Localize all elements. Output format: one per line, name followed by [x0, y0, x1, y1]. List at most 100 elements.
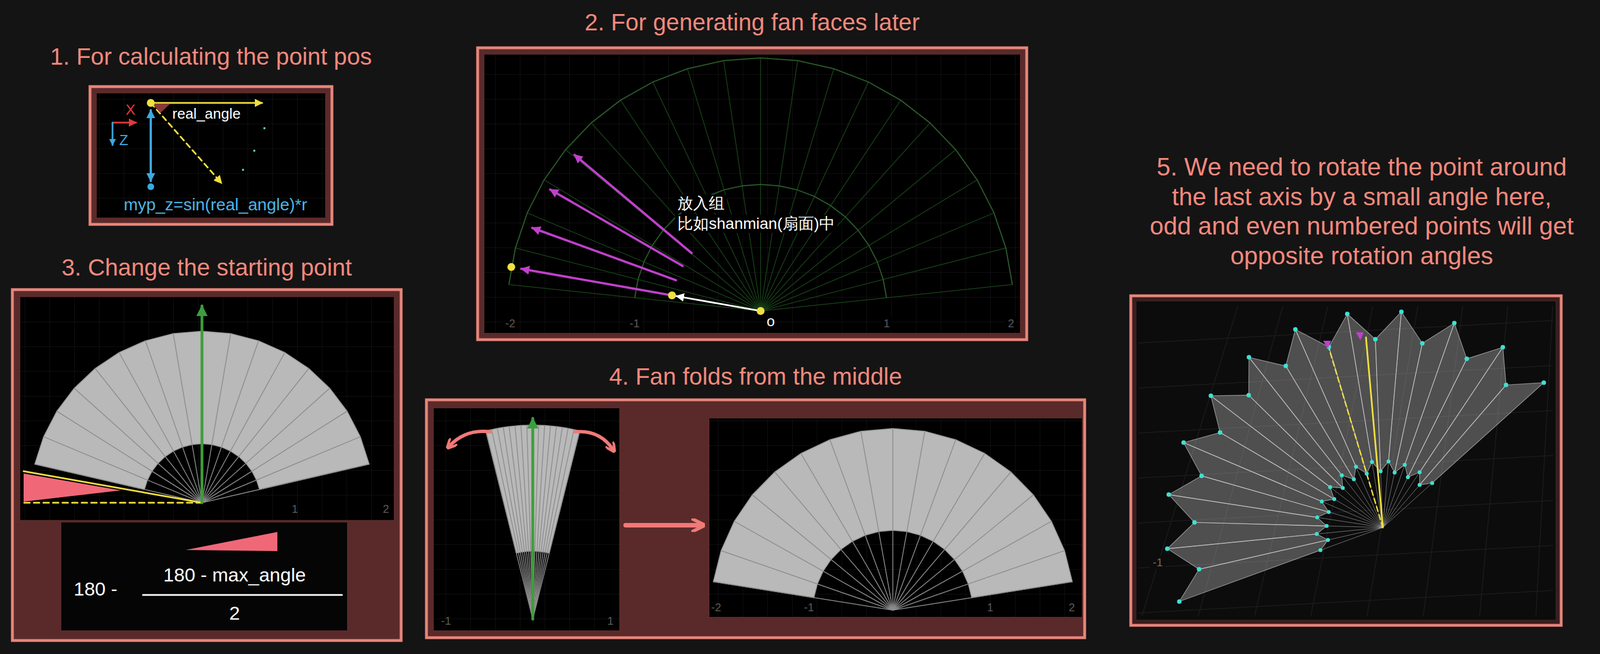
step-title: 4. Fan folds from the middle: [609, 362, 903, 391]
panel-frame: [1130, 295, 1562, 626]
tick-label: -1: [1150, 556, 1166, 570]
fan-rib: [752, 495, 893, 611]
z-distance: [149, 110, 152, 182]
point-speck: [263, 127, 266, 130]
vertex-dot: [1378, 469, 1383, 474]
fan-rib: [201, 388, 330, 503]
fan-rib: [201, 340, 259, 503]
vertex-dot: [1541, 380, 1546, 385]
step-panel: 3. Change the starting point180 -180 - m…: [12, 289, 402, 641]
fold-rib: [1320, 527, 1383, 551]
fan-rib: [201, 437, 361, 503]
step-panel: 4. Fan folds from the middle: [426, 400, 1085, 638]
fold-rib: [1327, 527, 1383, 541]
tick-label: 1: [986, 601, 993, 615]
up-axis: [200, 306, 204, 503]
vertex-dot: [1166, 492, 1171, 498]
fold-rib: [1317, 517, 1383, 528]
baseline-dashed: [23, 502, 202, 505]
note-text: 比如shanmian(扇面)中: [675, 214, 838, 233]
vertex-dot: [1328, 485, 1333, 490]
vertex-dot: [1354, 465, 1359, 470]
fan-rib: [491, 429, 533, 620]
vertex-dot: [1314, 532, 1319, 537]
fan-rib: [532, 430, 580, 620]
step-panel: 2. For generating fan faces later: [477, 47, 1027, 340]
vertex-dot: [1500, 344, 1505, 350]
wedge-symbol: [185, 532, 278, 552]
fan-rib: [74, 388, 202, 503]
tick-label: 1: [607, 614, 614, 628]
vertex-dot: [1503, 382, 1509, 388]
viewport-grid: [484, 54, 1020, 334]
panel-frame: [12, 289, 402, 641]
fan-rib: [801, 453, 893, 611]
vertex-dot: [1405, 475, 1410, 480]
tick-label: 1: [291, 502, 298, 516]
fold-face: [1167, 522, 1327, 550]
vertex-dot: [1326, 538, 1330, 543]
fan-rib: [892, 472, 1011, 611]
fan-rib: [119, 352, 202, 503]
edge-vector: [574, 154, 692, 254]
vertex-dot: [1246, 354, 1252, 360]
vertex-dot: [1181, 440, 1186, 446]
vertex-dot: [1192, 520, 1197, 525]
fold-rib: [1329, 487, 1383, 528]
vertex-dot: [1165, 546, 1170, 552]
step-title: 3. Change the starting point: [61, 253, 352, 282]
point-speck: [241, 168, 245, 172]
fan-rib: [201, 411, 348, 503]
tick-label: -1: [441, 614, 452, 628]
result-arrow: [625, 523, 701, 528]
floor-grid: [1535, 306, 1553, 617]
formula-text: 2: [229, 602, 241, 625]
rotation-mark: [1323, 340, 1332, 349]
fold-rib: [1382, 477, 1409, 528]
vertex-dot: [1319, 499, 1324, 504]
fan-rib: [201, 464, 370, 503]
vertex-dot: [1246, 393, 1252, 398]
fold-rib: [1341, 475, 1383, 528]
vertex-dot: [1364, 472, 1369, 476]
vertex-dot: [1417, 483, 1422, 488]
vertex-dot: [1218, 430, 1223, 435]
fan-rib: [486, 430, 533, 620]
formula-box: 180 -180 - max_angle2: [61, 522, 348, 631]
step-title: 2. For generating fan faces later: [584, 8, 920, 37]
fan-rib: [509, 427, 533, 620]
rotation-mark: [1355, 332, 1364, 341]
panel-frame: [477, 47, 1027, 340]
fan-rib: [713, 581, 893, 611]
formula-ground: [61, 522, 348, 631]
fold-rib: [1382, 472, 1420, 528]
viewport-grid: [20, 297, 394, 521]
vertex-dot: [1373, 336, 1378, 342]
axis-label: Z: [119, 132, 129, 150]
fan-rib: [892, 428, 894, 611]
start-angle-wedge: [23, 473, 121, 502]
tick-label: 2: [382, 502, 389, 516]
start-ray: [23, 471, 202, 503]
tick-label: -2: [502, 317, 518, 331]
fan-rib: [532, 425, 545, 620]
fan-rib: [532, 427, 557, 620]
viewport: [96, 93, 326, 218]
fan-rib: [892, 581, 1073, 611]
step-title: 1. For calculating the point pos: [50, 42, 372, 71]
fan-rib: [892, 431, 925, 611]
vertex-dot: [1419, 340, 1425, 346]
vertex-dot: [1315, 515, 1320, 520]
origin-label: o: [766, 313, 775, 331]
fan-rib: [734, 521, 893, 611]
z-axis: [111, 122, 114, 146]
vertex-dot: [1293, 327, 1298, 332]
up-axis: [531, 418, 535, 620]
vertex-dot: [1283, 363, 1288, 369]
axis-label: X: [125, 101, 136, 119]
viewport: [484, 54, 1020, 334]
outer-point: [507, 263, 516, 272]
fold-rib: [1321, 501, 1383, 528]
vertex-dot: [1199, 473, 1204, 479]
